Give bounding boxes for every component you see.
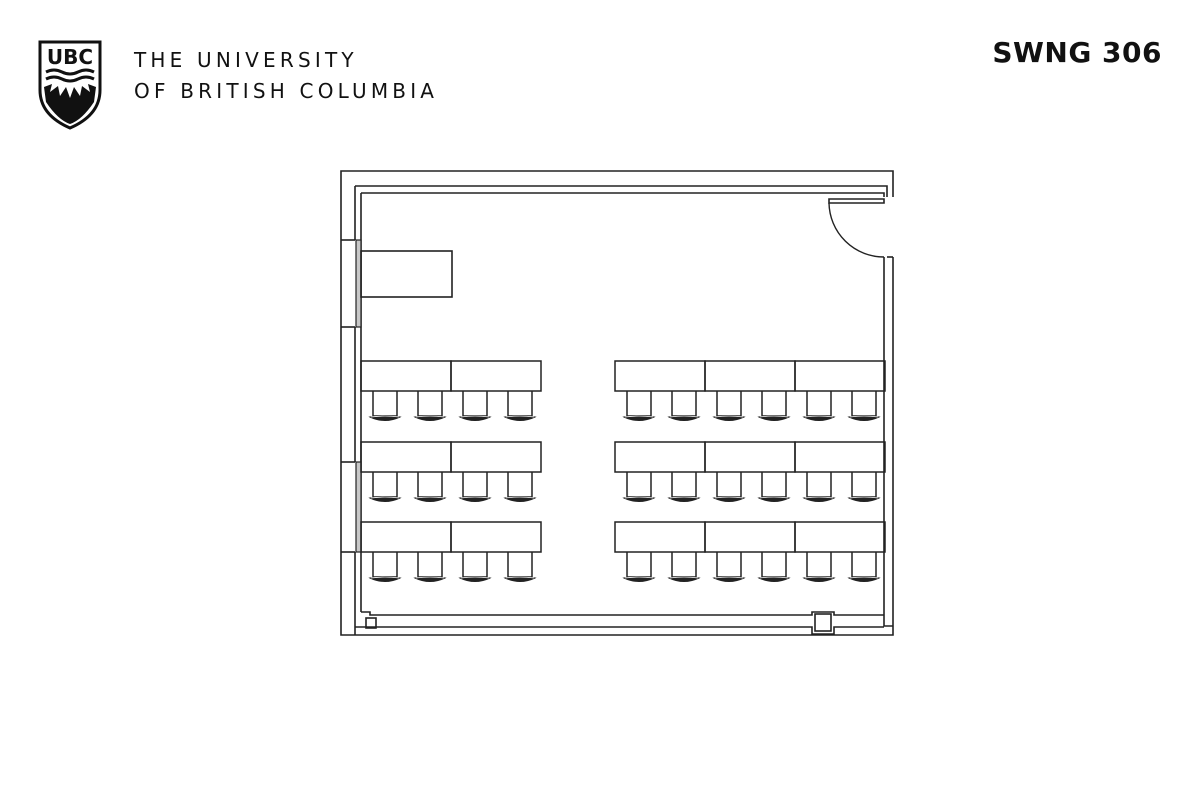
chair-icon (413, 552, 447, 582)
door-entrance (828, 198, 885, 258)
instructor-desk (360, 250, 453, 298)
chair-icon (847, 391, 881, 421)
chair-icon (458, 552, 492, 582)
wordmark-line-2: OF BRITISH COLUMBIA (134, 79, 439, 103)
chair-icon (458, 391, 492, 421)
chair-icon (667, 552, 701, 582)
outer-walls (340, 170, 894, 636)
table (614, 521, 706, 553)
chair-icon (757, 391, 791, 421)
chair-icon (667, 391, 701, 421)
table (450, 521, 542, 553)
chair-icon (622, 391, 656, 421)
chair-icon (503, 552, 537, 582)
table (794, 360, 886, 392)
chair-icon (757, 552, 791, 582)
logo-ubc-text: UBC (47, 45, 93, 69)
chair-icon (802, 552, 836, 582)
table (360, 360, 452, 392)
chair-icon (503, 472, 537, 502)
chair-icon (368, 472, 402, 502)
table (614, 441, 706, 473)
room-code-title: SWNG 306 (992, 36, 1162, 69)
chair-icon (458, 472, 492, 502)
chair-icon (413, 472, 447, 502)
chair-icon (847, 472, 881, 502)
university-wordmark: THE UNIVERSITY OF BRITISH COLUMBIA (134, 45, 438, 107)
table (450, 441, 542, 473)
chair-icon (712, 552, 746, 582)
table (794, 521, 886, 553)
table (450, 360, 542, 392)
column-bottom-right (814, 613, 832, 632)
column-bottom-left (365, 617, 377, 629)
table (704, 360, 796, 392)
table (360, 441, 452, 473)
chair-icon (622, 472, 656, 502)
chair-icon (847, 552, 881, 582)
table (360, 521, 452, 553)
table (794, 441, 886, 473)
chair-icon (667, 472, 701, 502)
ubc-shield-logo-icon: UBC (38, 40, 102, 130)
wordmark-line-1: THE UNIVERSITY (134, 48, 358, 72)
chair-icon (368, 552, 402, 582)
table (614, 360, 706, 392)
chair-icon (712, 472, 746, 502)
seating-area (360, 360, 886, 582)
window-lower-left (355, 461, 362, 553)
chair-icon (802, 391, 836, 421)
table (704, 521, 796, 553)
chair-icon (368, 391, 402, 421)
chair-icon (802, 472, 836, 502)
chair-icon (712, 391, 746, 421)
table (704, 441, 796, 473)
chair-icon (413, 391, 447, 421)
chair-icon (503, 391, 537, 421)
chair-icon (757, 472, 791, 502)
chair-icon (622, 552, 656, 582)
